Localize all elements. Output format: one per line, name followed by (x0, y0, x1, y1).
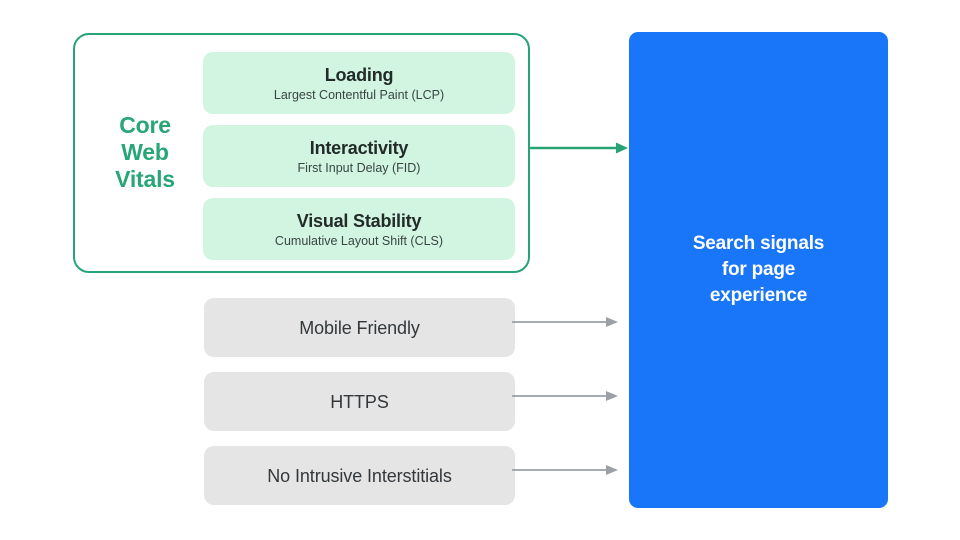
arrow-right-icon-core-web-vitals (528, 142, 628, 154)
metric-card-interactivity[interactable]: Interactivity First Input Delay (FID) (203, 125, 515, 187)
core-web-vitals-label-line-3: Vitals (115, 166, 175, 192)
arrow-right-icon-no-intrusive-interstitials (512, 465, 618, 475)
signal-box-https[interactable]: HTTPS (204, 372, 515, 431)
metric-title-visual-stability: Visual Stability (296, 210, 422, 231)
arrow-right-icon-https (512, 391, 618, 401)
outcome-panel-label: Search signals for page experience (692, 233, 825, 306)
metric-subtitle-visual-stability: Cumulative Layout Shift (CLS) (274, 233, 444, 248)
outcome-panel-search-signals[interactable]: Search signals for page experience (629, 32, 888, 508)
signal-label-https: HTTPS (330, 391, 389, 412)
signal-box-mobile-friendly[interactable]: Mobile Friendly (204, 298, 515, 357)
signal-label-no-intrusive-interstitials: No Intrusive Interstitials (267, 465, 452, 486)
signal-box-no-intrusive-interstitials[interactable]: No Intrusive Interstitials (204, 446, 515, 505)
core-web-vitals-label-line-2: Web (121, 139, 169, 165)
metric-subtitle-loading: Largest Contentful Paint (LCP) (273, 87, 445, 102)
signal-label-mobile-friendly: Mobile Friendly (299, 317, 420, 338)
core-web-vitals-group-label: Core Web Vitals (100, 112, 190, 193)
metric-title-interactivity: Interactivity (309, 137, 409, 158)
metric-card-visual-stability[interactable]: Visual Stability Cumulative Layout Shift… (203, 198, 515, 260)
metric-title-loading: Loading (324, 64, 394, 85)
core-web-vitals-label-line-1: Core (119, 112, 171, 138)
metric-subtitle-interactivity: First Input Delay (FID) (297, 160, 421, 175)
metric-card-loading[interactable]: Loading Largest Contentful Paint (LCP) (203, 52, 515, 114)
arrow-right-icon-mobile-friendly (512, 317, 618, 327)
